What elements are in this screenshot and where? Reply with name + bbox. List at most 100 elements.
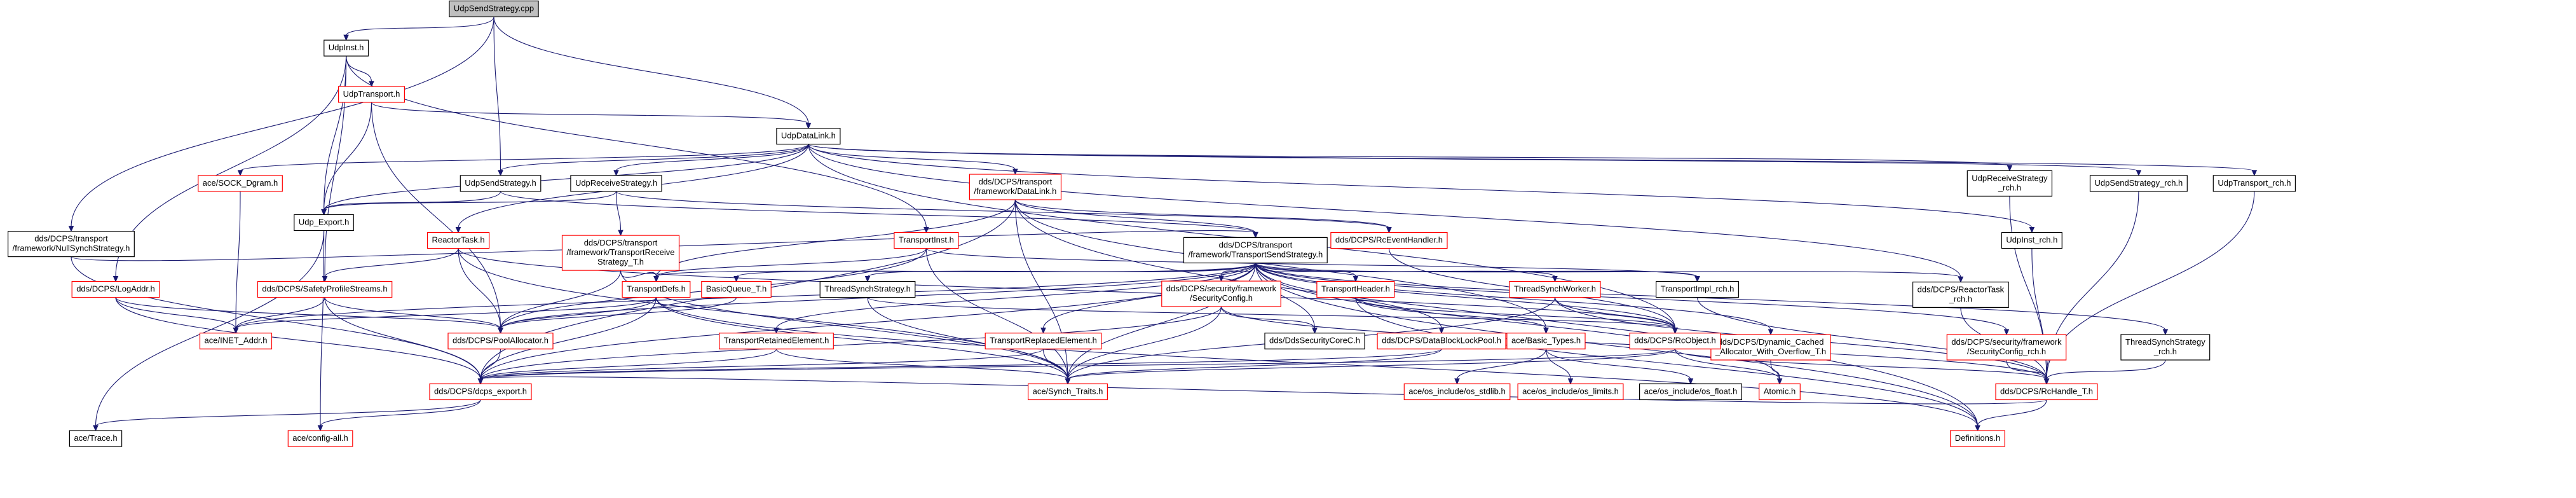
graph-node-threadsynchstrategy-rch[interactable]: ThreadSynchStrategy_rch.h	[2120, 334, 2211, 361]
graph-node-dynamiccached[interactable]: dds/DCPS/Dynamic_Cached_Allocator_With_O…	[1710, 334, 1831, 361]
graph-node-transportinst[interactable]: TransportInst.h	[894, 232, 959, 249]
node-box	[69, 430, 123, 447]
graph-node-datablocklockpool[interactable]: dds/DCPS/DataBlockLockPool.h	[1377, 333, 1506, 350]
edge-nullsynch-to-dcpsexport	[71, 256, 484, 385]
edge-udpdatalink-to-reactortask_rch	[808, 144, 1964, 283]
graph-node-sockdgram[interactable]: ace/SOCK_Dgram.h	[198, 175, 283, 192]
edge-root-to-udpinst	[343, 17, 494, 41]
graph-node-udpinst-rch[interactable]: UdpInst_rch.h	[2001, 232, 2062, 249]
graph-node-osfloat[interactable]: ace/os_include/os_float.h	[1639, 383, 1742, 401]
node-label: ace/os_include/os_float.h	[1644, 387, 1738, 396]
graph-node-reactortask-rch[interactable]: dds/DCPS/ReactorTask_rch.h	[1912, 281, 2009, 308]
edge-datalink-to-transportsend	[1014, 199, 1258, 239]
graph-node-ddssecuritycorec[interactable]: dds/DdsSecurityCoreC.h	[1264, 333, 1365, 350]
graph-node-dcpsexport[interactable]: dds/DCPS/dcps_export.h	[429, 383, 532, 401]
node-label: ace/INET_Addr.h	[205, 336, 268, 345]
node-label: dds/DCPS/DataBlockLockPool.h	[1382, 336, 1501, 345]
node-box	[1377, 333, 1506, 350]
graph-node-udpsendstrategy-rch[interactable]: UdpSendStrategy_rch.h	[2089, 175, 2188, 192]
graph-node-transportheader[interactable]: TransportHeader.h	[1316, 280, 1395, 298]
graph-node-transportretained[interactable]: TransportRetainedElement.h	[718, 333, 834, 350]
node-box	[2089, 175, 2188, 192]
edge-threadsynchstrategy_rch-to-rchandle	[2043, 359, 2166, 385]
graph-node-udpreceivestrategy[interactable]: UdpReceiveStrategy.h	[570, 175, 662, 192]
graph-node-basicqueue[interactable]: BasicQueue_T.h	[701, 280, 772, 298]
node-label: ace/SOCK_Dgram.h	[203, 178, 278, 188]
node-box	[198, 175, 283, 192]
graph-node-transportreceive[interactable]: dds/DCPS/transport/framework/TransportRe…	[561, 235, 680, 271]
edge-udpdatalink-to-datalink	[808, 144, 1018, 176]
edge-rchandle-to-dcpsexport	[477, 376, 2047, 405]
graph-node-transportimpl-rch[interactable]: TransportImpl_rch.h	[1656, 280, 1740, 298]
node-label: Definitions.h	[1955, 433, 2001, 443]
node-box	[1639, 383, 1742, 401]
node-label: dds/DCPS/Dynamic_Cached_Allocator_With_O…	[1715, 337, 1826, 356]
edge-udpdatalink-to-udpsendstrategy	[498, 144, 809, 177]
node-label: UdpTransport.h	[343, 89, 400, 99]
node-label: dds/DCPS/transport/framework/TransportRe…	[566, 238, 674, 266]
graph-node-oslimits[interactable]: ace/os_include/os_limits.h	[1517, 383, 1624, 401]
node-box	[1656, 280, 1740, 298]
graph-node-securityconfig-rch[interactable]: dds/DCPS/security/framework/SecurityConf…	[1946, 334, 2067, 361]
graph-node-udpdatalink[interactable]: UdpDataLink.h	[776, 128, 841, 145]
graph-node-inetaddr[interactable]: ace/INET_Addr.h	[199, 333, 273, 350]
graph-node-osstdlib[interactable]: ace/os_include/os_stdlib.h	[1403, 383, 1511, 401]
node-box	[8, 231, 135, 258]
edge-udpdatalink-to-udpreceivestrategy_rch	[808, 144, 2013, 172]
graph-node-transportreplaced[interactable]: TransportReplacedElement.h	[985, 333, 1102, 350]
graph-node-threadsynchworker[interactable]: ThreadSynchWorker.h	[1509, 280, 1601, 298]
node-box	[1316, 280, 1395, 298]
node-box	[1759, 383, 1801, 401]
node-label: dds/DCPS/RcEventHandler.h	[1335, 235, 1443, 245]
edge-reactortask-to-poolallocator	[458, 248, 503, 334]
node-label: UdpSendStrategy.h	[465, 178, 536, 188]
node-box	[1966, 170, 2053, 197]
node-label: UdpInst.h	[329, 43, 364, 52]
graph-node-basictypes[interactable]: ace/Basic_Types.h	[1506, 333, 1586, 350]
node-label: dds/DCPS/dcps_export.h	[434, 387, 527, 396]
edge-transportsend-to-transportdefs	[653, 262, 1256, 282]
graph-node-udptransport-rch[interactable]: UdpTransport_rch.h	[2212, 175, 2296, 192]
graph-node-udpsendstrategy[interactable]: UdpSendStrategy.h	[460, 175, 542, 192]
graph-node-udptransport[interactable]: UdpTransport.h	[337, 86, 405, 103]
graph-node-securityconfig[interactable]: dds/DCPS/security/framework/SecurityConf…	[1161, 280, 1281, 307]
node-box	[1161, 280, 1281, 307]
edge-udptransport-to-udpdatalink	[371, 102, 812, 129]
graph-node-synchtraits[interactable]: ace/Synch_Traits.h	[1027, 383, 1108, 401]
edge-udpinst-to-udptransport	[346, 56, 374, 88]
graph-node-reactortask[interactable]: ReactorTask.h	[426, 232, 490, 249]
graph-node-nullsynch[interactable]: dds/DCPS/transport/framework/NullSynchSt…	[8, 231, 135, 258]
edge-transportsend-to-basicqueue	[733, 262, 1256, 282]
node-label: TransportInst.h	[899, 235, 954, 245]
node-label: UdpTransport_rch.h	[2218, 178, 2291, 188]
graph-node-udp-export[interactable]: Udp_Export.h	[294, 214, 354, 232]
graph-node-rceventhandler[interactable]: dds/DCPS/RcEventHandler.h	[1330, 232, 1448, 249]
graph-node-logaddr[interactable]: dds/DCPS/LogAddr.h	[71, 280, 160, 298]
node-label: TransportReplacedElement.h	[990, 336, 1097, 345]
graph-node-poolallocator[interactable]: dds/DCPS/PoolAllocator.h	[447, 333, 554, 350]
node-label: dds/DCPS/security/framework/SecurityConf…	[1166, 284, 1277, 303]
node-label: ace/Synch_Traits.h	[1033, 387, 1103, 396]
node-box	[1506, 333, 1586, 350]
graph-node-udpreceivestrategy-rch[interactable]: UdpReceiveStrategy_rch.h	[1966, 170, 2053, 197]
graph-node-rcobject[interactable]: dds/DCPS/RcObject.h	[1629, 333, 1721, 350]
graph-node-threadsynchstrategy[interactable]: ThreadSynchStrategy.h	[819, 280, 916, 298]
node-label: BasicQueue_T.h	[706, 284, 767, 294]
node-box	[287, 430, 353, 447]
graph-node-datalink[interactable]: dds/DCPS/transport/framework/DataLink.h	[969, 174, 1062, 200]
graph-node-safetyprofilestreams[interactable]: dds/DCPS/SafetyProfileStreams.h	[257, 280, 393, 298]
graph-node-udpinst[interactable]: UdpInst.h	[324, 39, 369, 57]
graph-node-acetrace[interactable]: ace/Trace.h	[69, 430, 123, 447]
graph-node-atomic[interactable]: Atomic.h	[1759, 383, 1801, 401]
node-label: dds/DCPS/LogAddr.h	[76, 284, 155, 294]
graph-nodes: UdpSendStrategy.cppUdpInst.hUdpTransport…	[8, 0, 2296, 447]
graph-node-rchandle[interactable]: dds/DCPS/RcHandle_T.h	[1995, 383, 2098, 401]
graph-node-transportsend[interactable]: dds/DCPS/transport/framework/TransportSe…	[1183, 237, 1328, 263]
edge-transportsend-to-threadsynchstrategy	[864, 262, 1256, 282]
edge-datalink-to-synchtraits	[1014, 199, 1071, 385]
graph-node-transportdefs[interactable]: TransportDefs.h	[622, 280, 691, 298]
node-label: UdpReceiveStrategy.h	[575, 178, 657, 188]
graph-node-definitions[interactable]: Definitions.h	[1950, 430, 2005, 447]
graph-node-configall[interactable]: ace/config-all.h	[287, 430, 353, 447]
node-label: dds/DCPS/transport/framework/DataLink.h	[974, 177, 1056, 196]
